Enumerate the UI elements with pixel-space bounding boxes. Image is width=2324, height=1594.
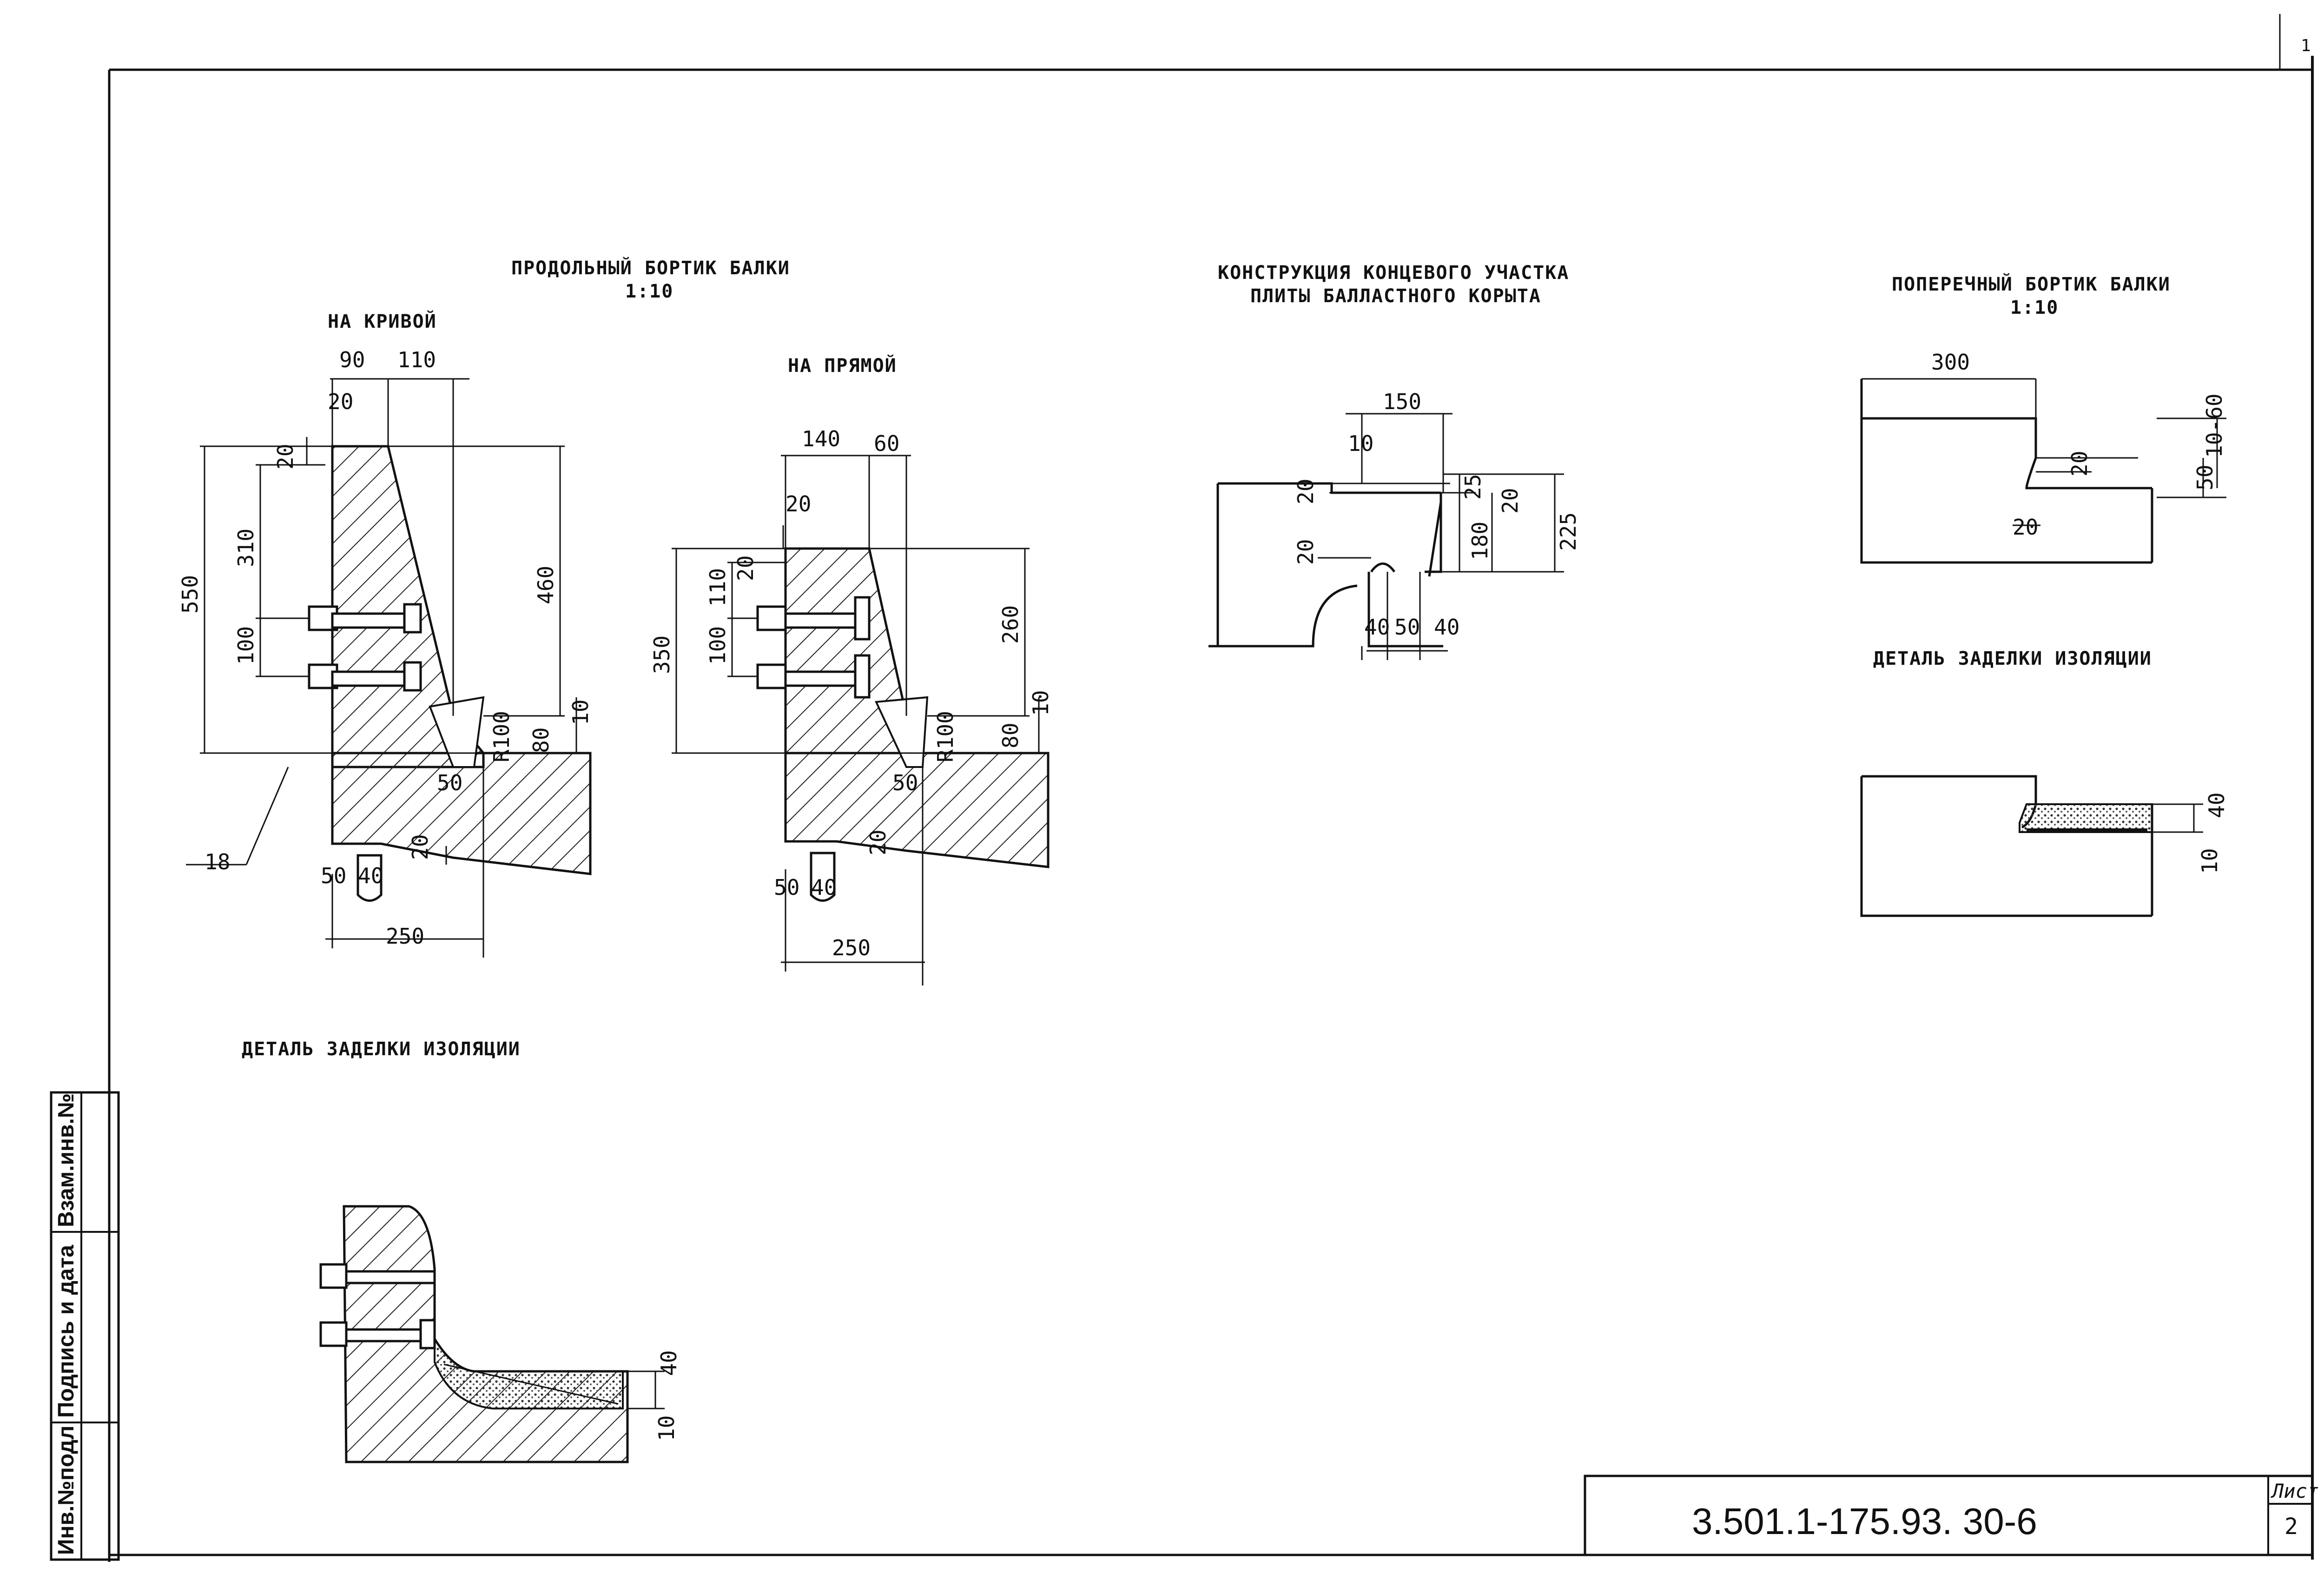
dim-curve-10: 10: [568, 700, 593, 725]
dim-end-180: 180: [1467, 522, 1492, 560]
dim-end-50: 50: [1394, 615, 1420, 640]
dim-transverse-20-a: 20: [2067, 451, 2092, 476]
dim-straight-250: 250: [832, 935, 871, 960]
title-longitudinal: ПРОДОЛЬНЫЙ БОРТИК БАЛКИ: [511, 257, 790, 279]
dim-end-25: 25: [1460, 474, 1486, 500]
dim-curve-50b: 50: [321, 863, 346, 888]
dim-straight-140: 140: [802, 426, 840, 451]
dim-end-40-a: 40: [1364, 615, 1390, 640]
sheet-frame: [108, 14, 2314, 1562]
sheet-number: 2: [2284, 1514, 2298, 1540]
dim-straight-110: 110: [705, 568, 730, 607]
dim-curve-20-bottom: 20: [408, 834, 433, 860]
section-end-plate: 150 10 20 25 20 180 225 20 40 50 40: [1208, 389, 1581, 660]
dim-transverse-20-b: 20: [2013, 515, 2038, 540]
dim-straight-80: 80: [998, 723, 1023, 748]
dim-straight-100: 100: [705, 626, 730, 665]
dim-curve-20-left: 20: [273, 444, 298, 470]
dim-curve-18: 18: [205, 849, 230, 874]
dim-curve-40: 40: [358, 863, 383, 888]
detail-insulation-right: 40 10: [1860, 775, 2229, 917]
dim-detail-left-10: 10: [654, 1415, 679, 1441]
dim-end-20-b: 20: [1498, 488, 1523, 514]
dim-detail-left-40: 40: [656, 1350, 681, 1376]
dim-end-225: 225: [1556, 512, 1581, 551]
dim-straight-10: 10: [1028, 690, 1053, 716]
dim-curve-20-top: 20: [328, 389, 353, 414]
dim-transverse-50: 50: [2192, 465, 2218, 490]
sheet-label: Лист: [2271, 1480, 2319, 1502]
dim-curve-310: 310: [233, 529, 258, 567]
dim-straight-40: 40: [811, 875, 837, 900]
title-end-section-1: КОНСТРУКЦИЯ КОНЦЕВОГО УЧАСТКА: [1218, 262, 1569, 284]
section-on-curve: 90 110 20 20 550 310 100 460 R100 10 80 …: [178, 347, 593, 958]
detail-insulation-left: 40 10: [319, 1205, 681, 1463]
dim-straight-50: 50: [892, 770, 918, 795]
stamp-replacement-inv: Взам.инв.№: [54, 1093, 79, 1227]
dim-straight-260: 260: [998, 605, 1023, 644]
dim-curve-250: 250: [386, 924, 424, 949]
dim-end-20-c: 20: [1293, 539, 1318, 565]
dim-straight-350: 350: [649, 635, 674, 674]
dim-straight-20-top: 20: [786, 491, 811, 516]
dim-curve-90: 90: [339, 347, 365, 372]
dim-end-150: 150: [1383, 389, 1421, 414]
subtitle-on-curve: НА КРИВОЙ: [328, 310, 437, 332]
dim-detail-right-10: 10: [2197, 848, 2222, 874]
dim-curve-460: 460: [533, 566, 558, 604]
subtitle-on-straight: НА ПРЯМОЙ: [788, 354, 897, 377]
dim-end-40-b: 40: [1434, 615, 1459, 640]
dim-end-20-a: 20: [1293, 479, 1318, 504]
title-insulation-left: ДЕТАЛЬ ЗАДЕЛКИ ИЗОЛЯЦИИ: [242, 1038, 521, 1060]
dim-curve-550: 550: [178, 575, 203, 614]
section-on-straight: 140 60 20 350 110 20 100 260 R100 10 80 …: [649, 426, 1053, 986]
title-end-section-2: ПЛИТЫ БАЛЛАСТНОГО КОРЫТА: [1250, 285, 1541, 307]
title-transverse: ПОПЕРЕЧНЫЙ БОРТИК БАЛКИ: [1892, 273, 2171, 295]
side-stamp: Инв.№подл Подпись и дата Взам.инв.№: [50, 1091, 120, 1561]
dim-curve-100: 100: [233, 626, 258, 665]
title-insulation-right: ДЕТАЛЬ ЗАДЕЛКИ ИЗОЛЯЦИИ: [1873, 648, 2152, 669]
page-number: 1: [2301, 36, 2311, 55]
section-transverse: 300 10-60 20 50 20: [1860, 350, 2227, 564]
stamp-signature-date: Подпись и дата: [54, 1245, 79, 1418]
dim-curve-80: 80: [528, 728, 554, 753]
dim-straight-20-left: 20: [733, 556, 758, 581]
dim-straight-R100: R100: [933, 711, 958, 762]
dim-straight-20-bottom: 20: [865, 830, 891, 855]
dim-transverse-300: 300: [1931, 350, 1970, 375]
dim-detail-right-40: 40: [2204, 793, 2229, 818]
title-longitudinal-scale: 1:10: [625, 281, 673, 302]
dim-straight-50b: 50: [774, 875, 799, 900]
title-transverse-scale: 1:10: [2010, 297, 2059, 318]
dim-transverse-10-60: 10-60: [2202, 394, 2227, 458]
dim-end-10: 10: [1348, 431, 1373, 456]
stamp-inv-number: Инв.№подл: [54, 1426, 79, 1555]
dim-straight-60: 60: [874, 431, 899, 456]
document-code: 3.501.1-175.93. 30-6: [1692, 1501, 2037, 1542]
title-block: [1584, 1475, 2314, 1556]
dim-curve-110: 110: [397, 347, 436, 372]
dim-curve-R100: R100: [489, 711, 514, 762]
dim-curve-50: 50: [437, 770, 462, 795]
